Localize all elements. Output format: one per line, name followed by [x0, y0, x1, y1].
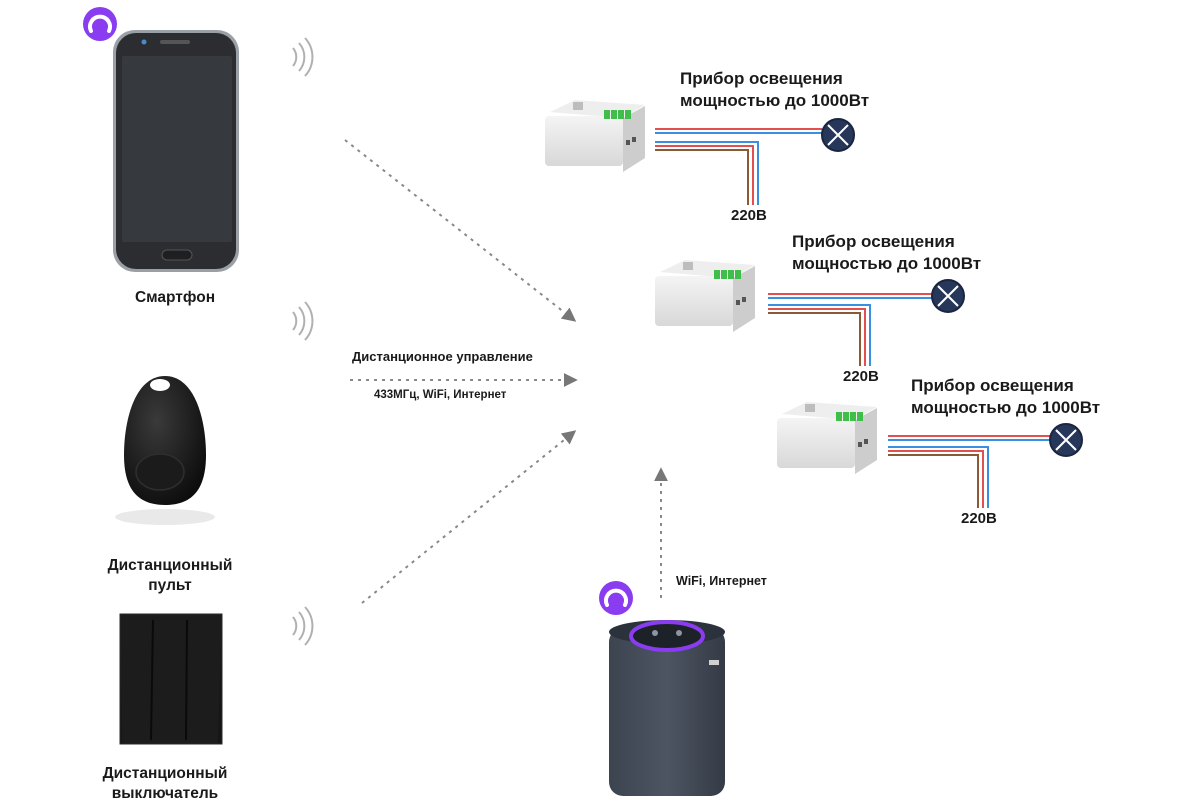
relay-module-icon — [545, 100, 645, 172]
wifi-signal-icon — [292, 37, 314, 77]
wifi-signal-icon — [292, 301, 314, 341]
relay-3-voltage: 220В — [961, 510, 997, 527]
wires — [888, 435, 1050, 508]
wires — [768, 293, 932, 366]
speaker-link-label: WiFi, Интернет — [676, 574, 767, 588]
remote-label-line2: пульт — [148, 577, 192, 594]
relay-2-voltage: 220В — [843, 368, 879, 385]
switch-label-line1: Дистанционный — [102, 765, 228, 782]
relay-3-title-line2: мощностью до 1000Вт — [911, 398, 1101, 417]
remote-label-line1: Дистанционный — [107, 557, 233, 574]
relay-3-title-line1: Прибор освещения — [911, 376, 1074, 395]
wall-switch-icon — [119, 613, 223, 745]
wifi-signal-icon — [292, 606, 314, 646]
wires — [655, 128, 822, 205]
smart-speaker-icon — [609, 620, 725, 796]
relay-3-title: Прибор освещения мощностью до 1000Вт — [911, 375, 1100, 419]
lamp-icon — [1049, 423, 1083, 457]
relay-1-title-line1: Прибор освещения — [680, 69, 843, 88]
switch-label-line2: выключатель — [111, 785, 219, 802]
relay-1-voltage: 220В — [731, 207, 767, 224]
signal-arrow — [344, 139, 668, 604]
relay-module-icon — [777, 402, 877, 474]
relay-1-title: Прибор освещения мощностью до 1000Вт — [680, 68, 869, 112]
lamp-icon — [931, 279, 965, 313]
switch-label: Дистанционный выключатель — [80, 764, 250, 804]
assistant-logo-icon — [599, 581, 633, 615]
remote-label: Дистанционный пульт — [85, 556, 255, 596]
smartphone-icon — [113, 30, 239, 272]
relay-1-title-line2: мощностью до 1000Вт — [680, 91, 870, 110]
smartphone-label: Смартфон — [134, 289, 216, 306]
relay-module-icon — [655, 260, 755, 332]
keyfob-remote-icon — [115, 376, 215, 525]
protocols-label: 433МГц, WiFi, Интернет — [374, 389, 507, 401]
relay-2-title: Прибор освещения мощностью до 1000Вт — [792, 231, 981, 275]
relay-2-title-line1: Прибор освещения — [792, 232, 955, 251]
remote-control-label: Дистанционное управление — [352, 349, 533, 364]
lamp-icon — [821, 118, 855, 152]
relay-2-title-line2: мощностью до 1000Вт — [792, 254, 982, 273]
assistant-logo-icon — [83, 7, 117, 41]
